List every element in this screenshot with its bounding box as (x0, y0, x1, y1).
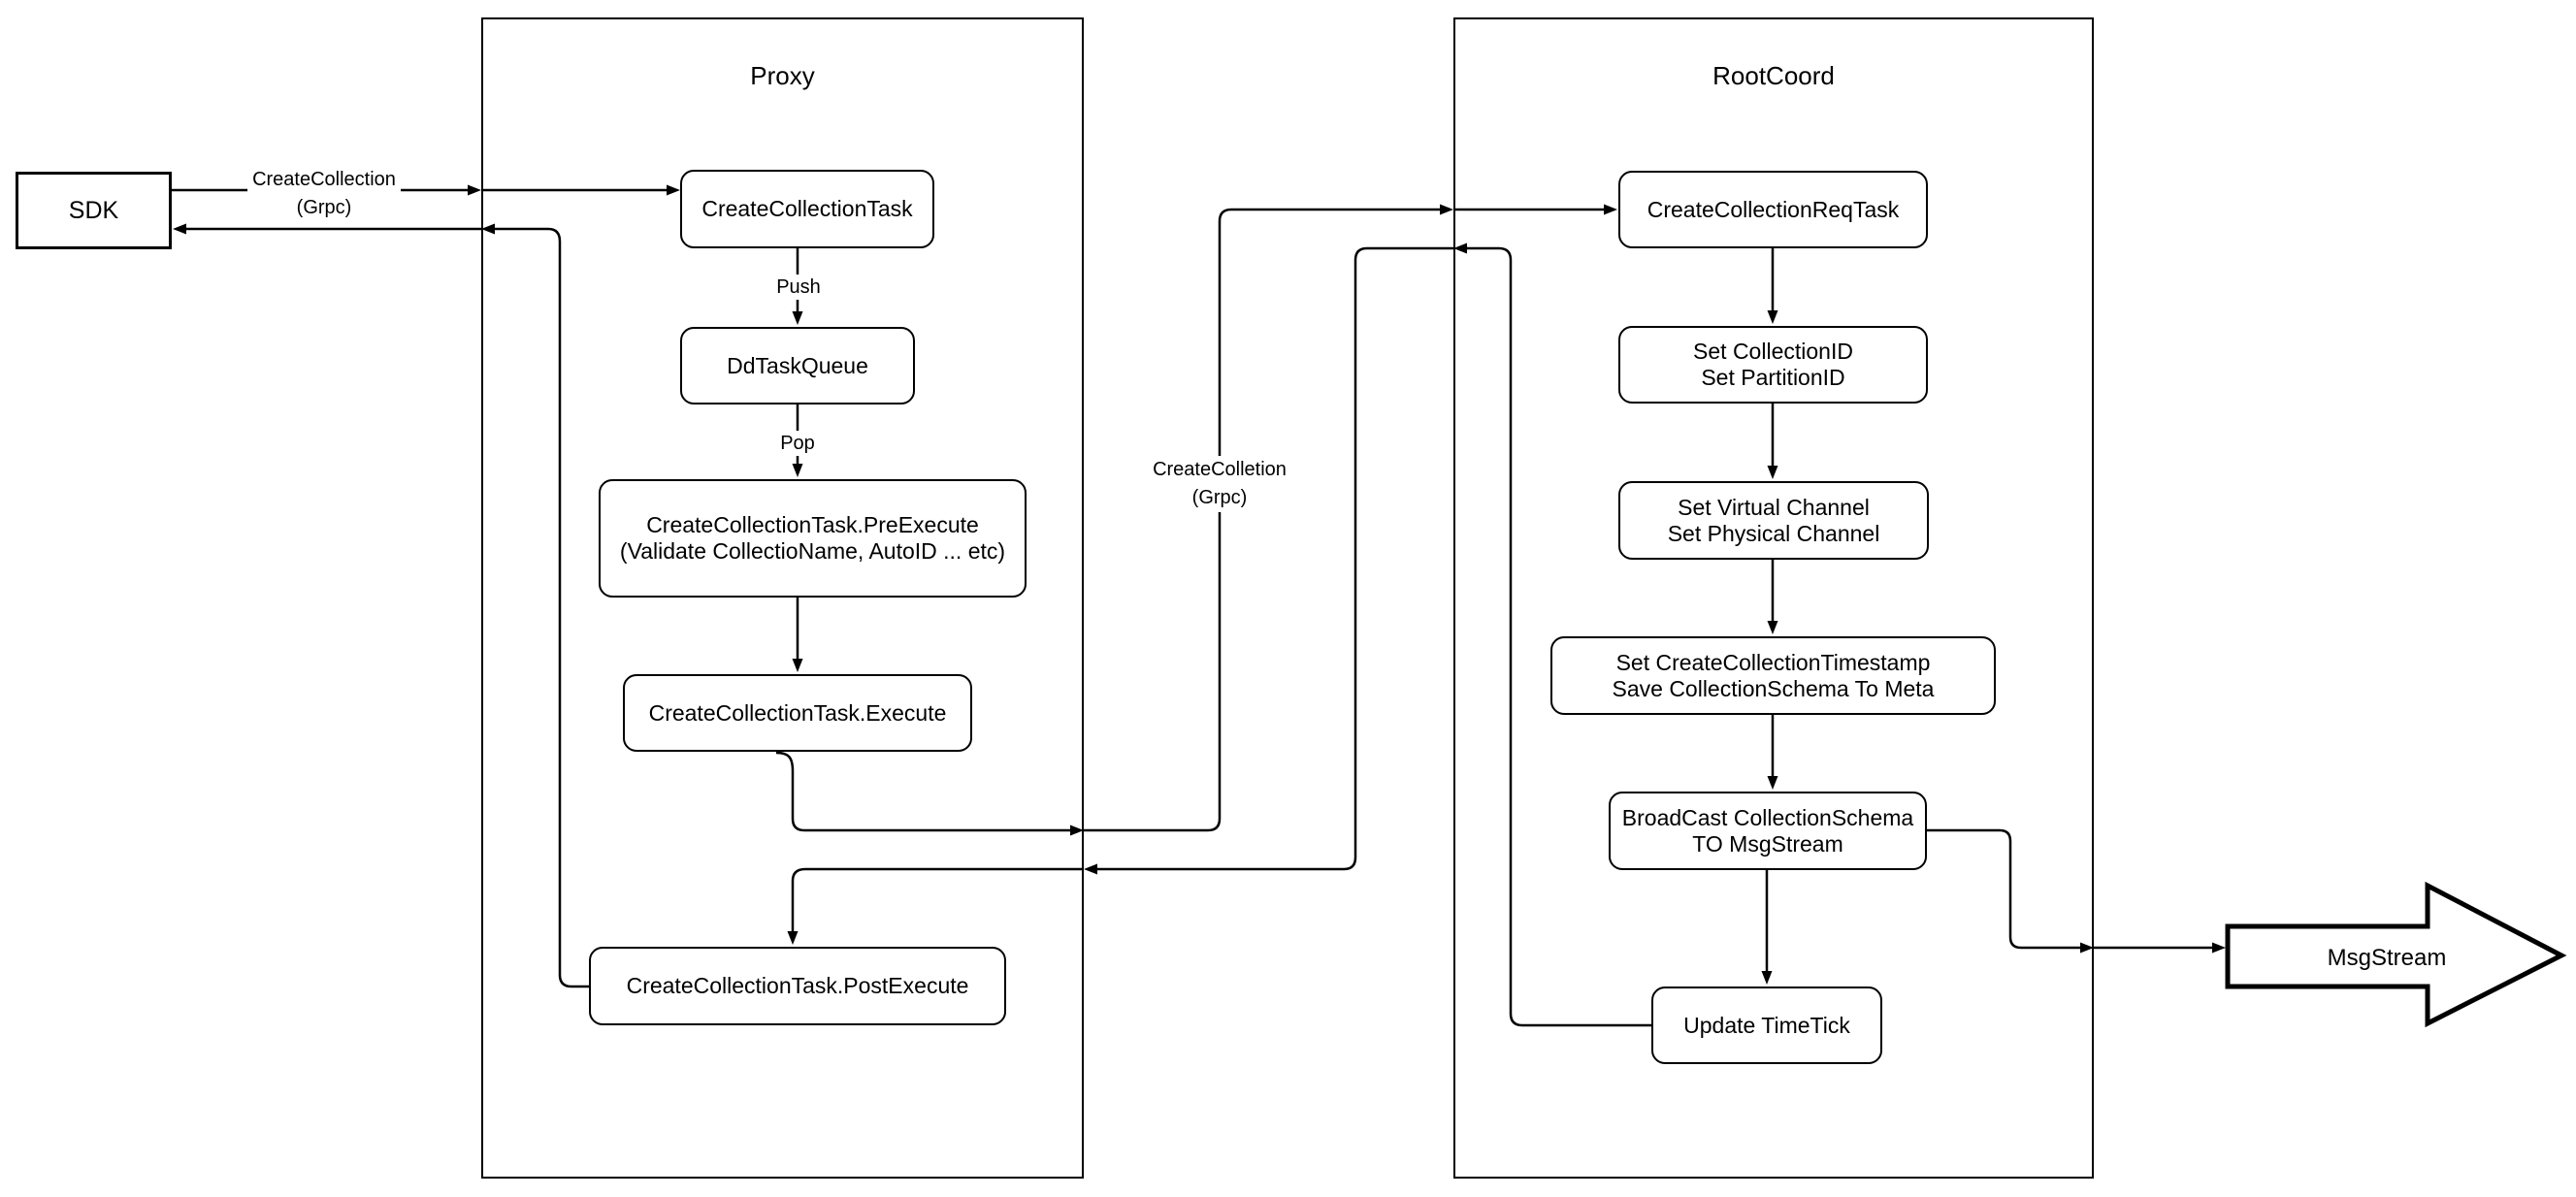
edge-execute-out (775, 751, 1070, 832)
arrowhead-into-execute (792, 659, 803, 672)
arrowhead-into-ddtaskqueue (792, 311, 803, 325)
arrowhead-into-timestamp (1767, 621, 1778, 634)
arrowhead-into-setids (1767, 310, 1778, 324)
node-broadcast-collection-schema: BroadCast CollectionSchema TO MsgStream (1609, 792, 1927, 870)
edge-broadcast-out (1927, 828, 2080, 950)
node-create-collection-req-task-label: CreateCollectionReqTask (1647, 196, 1900, 222)
arrowhead-exit-proxy (1070, 825, 1084, 836)
proxy-container (481, 17, 1084, 1179)
arrowhead-into-preexecute (792, 464, 803, 477)
edge-label-createcollection-grpc-line2: (Grpc) (296, 197, 352, 218)
edge-postexecute-to-sdk-a (494, 227, 589, 988)
node-set-create-collection-timestamp-line1: Set CreateCollectionTimestamp (1615, 649, 1931, 675)
edge-label-createcolletion-grpc-line1: CreateColletion (1153, 459, 1287, 480)
arrowhead-into-msgstream (2212, 942, 2226, 954)
node-set-collection-id: Set CollectionID Set PartitionID (1618, 326, 1928, 404)
arrowhead-return-exit-rootcoord (1453, 243, 1467, 254)
edge-label-createcolletion-grpc-line2: (Grpc) (1191, 487, 1248, 508)
arrowhead-into-createcollectiontask (667, 184, 680, 196)
node-update-timetick-label: Update TimeTick (1683, 1012, 1850, 1038)
node-pre-execute: CreateCollectionTask.PreExecute (Validat… (599, 479, 1027, 598)
arrowhead-into-proxy (468, 184, 481, 196)
node-update-timetick: Update TimeTick (1651, 987, 1882, 1064)
edge-return-to-postexecute (791, 867, 1084, 932)
node-pre-execute-line1: CreateCollectionTask.PreExecute (646, 512, 979, 537)
node-create-collection-task-label: CreateCollectionTask (701, 196, 913, 221)
arrowhead-return-exit-proxy (481, 223, 495, 235)
edge-label-createcollection-grpc-line1: CreateCollection (252, 169, 396, 190)
arrowhead-return-into-proxy (1084, 863, 1097, 875)
arrowhead-exit-rootcoord (2080, 942, 2094, 954)
node-execute-label: CreateCollectionTask.Execute (648, 699, 947, 726)
edge-timetick-return-a (1466, 246, 1651, 1027)
edge-label-pop: Pop (775, 431, 820, 456)
node-broadcast-collection-schema-line2: TO MsgStream (1692, 830, 1843, 857)
node-set-create-collection-timestamp: Set CreateCollectionTimestamp Save Colle… (1550, 636, 1996, 715)
node-set-virtual-channel-line1: Set Virtual Channel (1678, 494, 1870, 520)
arrowhead-into-setchannels (1767, 466, 1778, 479)
node-sdk-label: SDK (68, 196, 119, 224)
edge-timetick-return-b (1096, 246, 1453, 871)
edge-to-rootcoord (1084, 208, 1440, 832)
rootcoord-title: RootCoord (1712, 61, 1835, 90)
arrowhead-into-timetick (1761, 971, 1773, 985)
node-post-execute-label: CreateCollectionTask.PostExecute (626, 973, 969, 998)
arrowhead-into-sdk (173, 223, 186, 235)
node-execute: CreateCollectionTask.Execute (623, 674, 972, 752)
node-create-collection-task: CreateCollectionTask (680, 170, 934, 248)
arrowhead-into-reqtask (1604, 204, 1617, 215)
msgstream-arrow-shape (2225, 881, 2567, 1028)
edge-label-createcollection-grpc: CreateCollection (Grpc) (247, 166, 401, 222)
rootcoord-container (1453, 17, 2094, 1179)
edge-label-push: Push (771, 275, 826, 300)
node-broadcast-collection-schema-line1: BroadCast CollectionSchema (1621, 804, 1914, 830)
msgstream-label: MsgStream (2327, 945, 2447, 971)
node-set-virtual-channel: Set Virtual Channel Set Physical Channel (1618, 481, 1929, 560)
node-pre-execute-line2: (Validate CollectioName, AutoID ... etc) (619, 538, 1006, 564)
node-post-execute: CreateCollectionTask.PostExecute (589, 947, 1006, 1025)
arrowhead-into-rootcoord (1440, 204, 1453, 215)
node-create-collection-req-task: CreateCollectionReqTask (1618, 171, 1928, 248)
node-dd-task-queue: DdTaskQueue (680, 327, 915, 404)
node-set-create-collection-timestamp-line2: Save CollectionSchema To Meta (1612, 675, 1935, 701)
edge-label-createcolletion-grpc: CreateColletion (Grpc) (1148, 456, 1291, 512)
node-set-collection-id-line1: Set CollectionID (1693, 339, 1853, 364)
arrowhead-into-broadcast (1767, 776, 1778, 790)
arrowhead-into-postexecute (787, 931, 799, 945)
proxy-title: Proxy (750, 61, 815, 90)
node-sdk: SDK (16, 172, 172, 249)
node-set-virtual-channel-line2: Set Physical Channel (1667, 520, 1880, 546)
node-set-collection-id-line2: Set PartitionID (1701, 365, 1845, 390)
node-dd-task-queue-label: DdTaskQueue (727, 352, 868, 378)
